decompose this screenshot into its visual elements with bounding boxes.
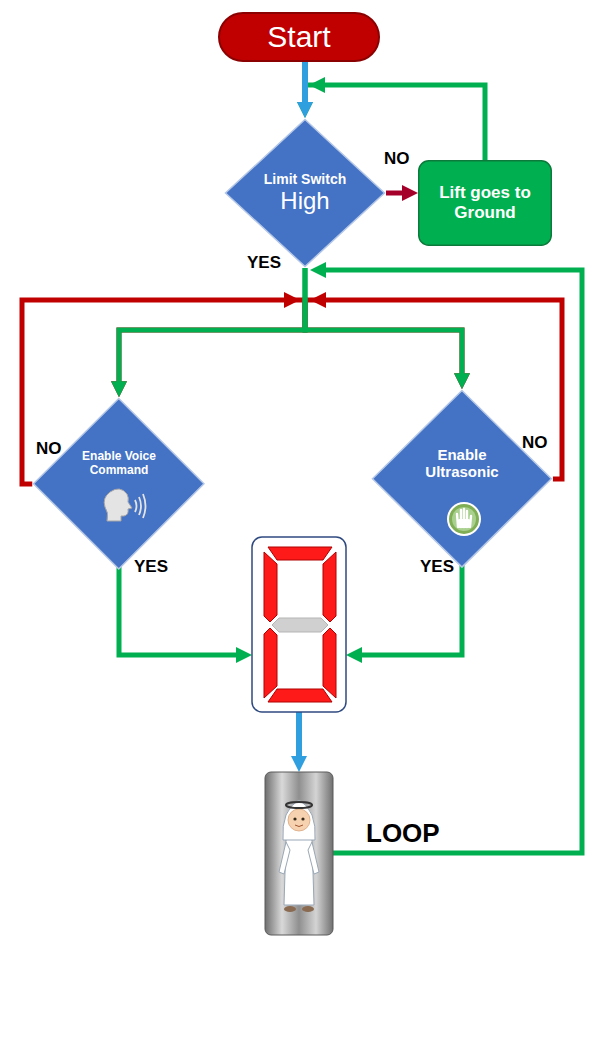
mouth <box>295 825 303 827</box>
agal <box>286 802 312 808</box>
retry-arrowhead <box>284 298 292 303</box>
foot <box>302 906 314 912</box>
hand-badge <box>448 503 480 535</box>
foot <box>284 906 296 912</box>
seven-segment-display <box>252 537 346 712</box>
ghutra <box>283 800 315 840</box>
text-wrap: Lift goes to Ground <box>418 183 552 222</box>
passenger-figure <box>279 800 319 912</box>
flow-arrow <box>305 268 462 381</box>
box-shape <box>219 13 379 61</box>
text-wrap: Limit SwitchHigh <box>224 171 386 215</box>
edge-label: YES <box>247 254 281 271</box>
display-segments <box>264 547 336 702</box>
node-text: Limit Switch <box>264 171 346 187</box>
return-arrowhead <box>317 83 325 88</box>
node-text: Lift goes to Ground <box>426 183 544 222</box>
sound-wave <box>143 494 146 518</box>
branch-label: YES <box>420 558 454 575</box>
diamond-shape <box>373 391 552 568</box>
diamond-outline <box>32 397 205 570</box>
yes-arrow <box>119 563 244 655</box>
decision-diamond: Enable Ultrasonic <box>371 389 553 569</box>
segment <box>268 689 332 702</box>
lift-car <box>265 772 333 935</box>
diamond-shape <box>226 120 385 267</box>
flow-arrow <box>119 268 305 389</box>
display-to-lift-arrow <box>296 712 302 764</box>
speaking-head <box>104 489 132 521</box>
node-text: High <box>280 187 329 215</box>
lift-panel <box>265 772 333 935</box>
edge-label: NO <box>384 150 410 167</box>
segment <box>323 552 336 622</box>
segment <box>264 628 277 698</box>
start-terminal: Start <box>218 12 380 62</box>
node-text: Start <box>267 20 330 55</box>
arm <box>308 842 319 874</box>
eye <box>293 817 296 820</box>
loop-arrow <box>318 270 582 853</box>
face <box>288 809 310 831</box>
loop-label: LOOP <box>366 820 440 846</box>
hand-icon <box>448 503 480 535</box>
voice-icon <box>104 489 145 521</box>
hand-badge-inner <box>452 507 476 531</box>
process-box: Lift goes to Ground <box>418 160 552 246</box>
segment <box>264 552 277 622</box>
hand-palm <box>457 519 471 528</box>
eye <box>301 817 304 820</box>
display-frame <box>252 537 346 712</box>
edge-label: NO <box>36 440 62 457</box>
diamond-shape <box>34 399 204 569</box>
decision-diamond: Enable Voice Command <box>32 397 205 570</box>
edge-label: NO <box>522 434 548 451</box>
arm <box>279 842 290 874</box>
sound-wave <box>135 500 137 512</box>
sound-wave <box>139 497 141 515</box>
segment <box>323 628 336 698</box>
decision-diamond: Limit SwitchHigh <box>224 118 386 268</box>
segment <box>268 547 332 560</box>
node-text: Enable Ultrasonic <box>412 446 512 481</box>
hand-fingers <box>457 509 471 527</box>
flow-arrow <box>386 191 410 196</box>
node-text: Enable Voice Command <box>73 450 165 478</box>
retry-arrowhead <box>318 298 326 303</box>
branch-label: YES <box>134 558 168 575</box>
text-wrap: Start <box>218 20 380 55</box>
segment-off <box>272 618 328 632</box>
flow-arrow <box>302 62 308 110</box>
box-shape <box>419 161 552 246</box>
